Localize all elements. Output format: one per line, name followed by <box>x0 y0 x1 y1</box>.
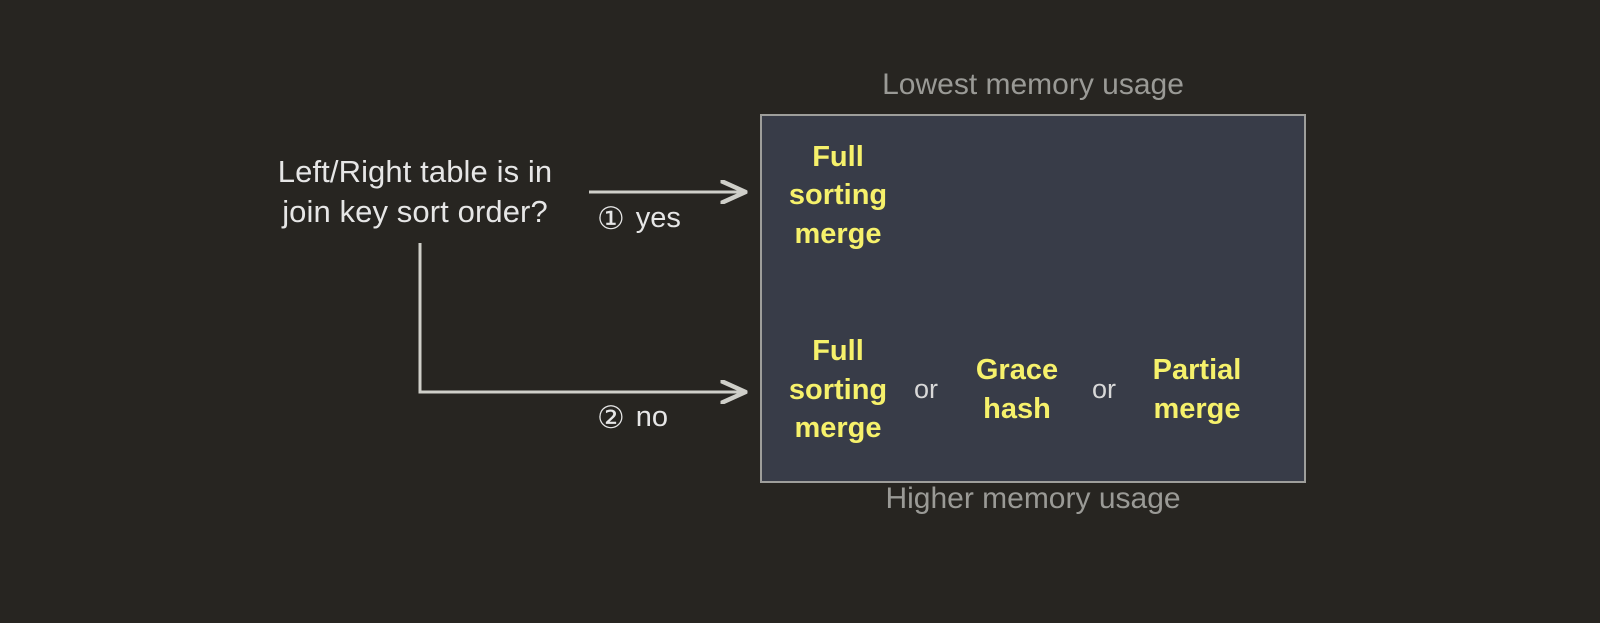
branch-marker-2: ② <box>597 400 625 435</box>
caption-lowest-memory: Lowest memory usage <box>882 68 1184 101</box>
arrow-no <box>418 243 745 392</box>
branch-text-yes: yes <box>635 202 681 234</box>
option-partial-merge: Partial merge <box>1152 354 1242 425</box>
branch-text-no: no <box>635 401 669 433</box>
branch-label-no: ② no <box>597 402 668 433</box>
option-separator-2: or <box>1091 374 1116 405</box>
option-grace-hash: Grace hash <box>975 354 1059 425</box>
decision-question-line-2: join key sort order? <box>282 194 548 230</box>
branch-label-yes: ① yes <box>597 203 681 234</box>
decision-question: Left/Right table is in join key sort ord… <box>230 152 600 233</box>
branch-marker-1: ① <box>597 201 625 236</box>
decision-question-line-1: Left/Right table is in <box>277 154 553 189</box>
option-full-sorting-merge-unsorted: Full sorting merge <box>788 335 888 444</box>
options-row-sorted: Full sorting merge <box>762 116 1304 299</box>
option-separator-1: or <box>913 374 938 405</box>
join-options-box: Full sorting merge Full sorting merge or… <box>760 114 1306 483</box>
option-full-sorting-merge-sorted: Full sorting merge <box>788 141 888 250</box>
options-row-unsorted: Full sorting merge or Grace hash or Part… <box>762 299 1304 482</box>
caption-higher-memory: Higher memory usage <box>885 482 1181 515</box>
